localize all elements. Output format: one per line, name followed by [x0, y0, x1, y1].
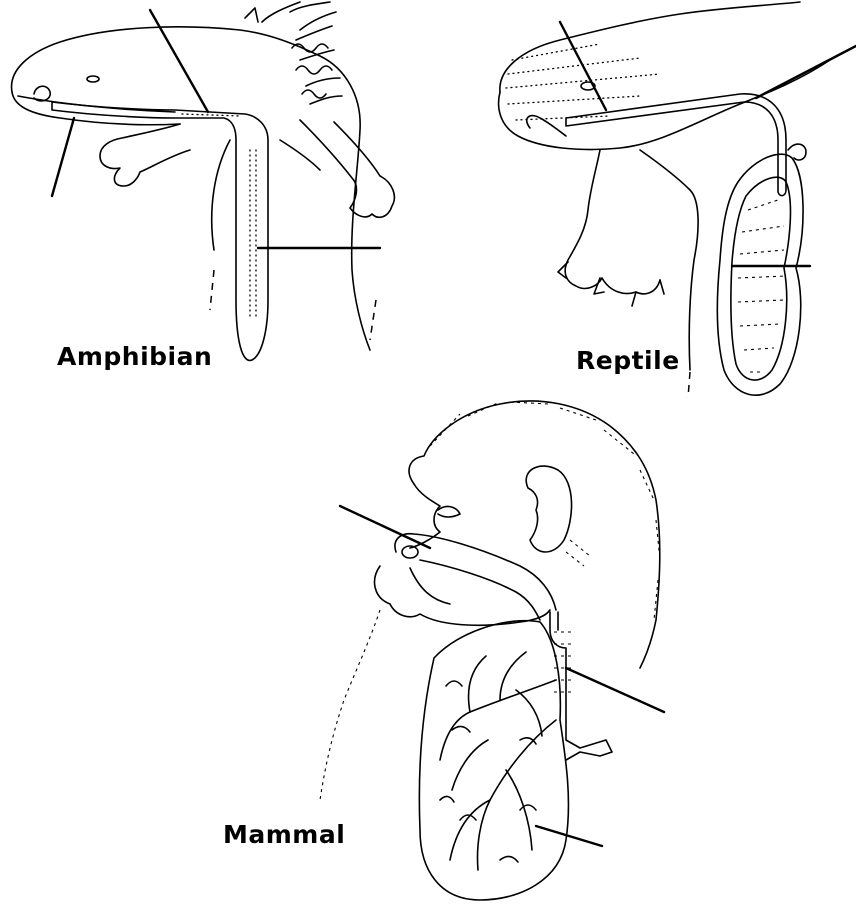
amphibian-label: Amphibian — [57, 342, 212, 371]
mammal-illustration — [320, 401, 664, 900]
reptile-illustration — [499, 2, 856, 398]
mammal-label: Mammal — [223, 820, 345, 849]
reptile-label: Reptile — [576, 346, 680, 375]
amphibian-illustration — [12, 2, 395, 360]
